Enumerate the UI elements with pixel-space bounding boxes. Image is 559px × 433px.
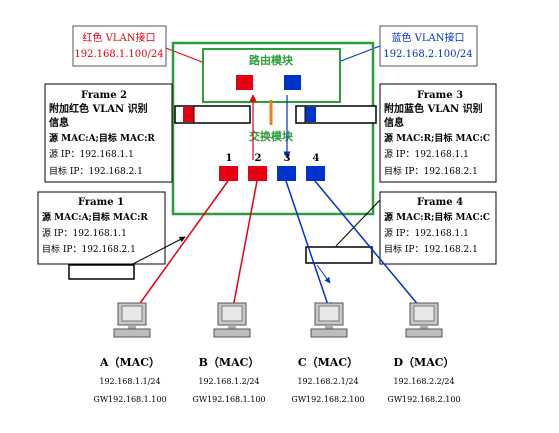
- frame1-line1: 源 MAC:A;目标 MAC:R: [42, 211, 148, 223]
- frame1-packet: [68, 264, 135, 280]
- frame3-line3: 源 MAC:R;目标 MAC:C: [384, 132, 490, 144]
- host-b-gw: GW192.168.1.100: [192, 395, 265, 404]
- host-d-name: D（MAC）: [393, 356, 454, 369]
- frame2-line4: 源 IP：192.168.1.1: [49, 149, 134, 160]
- host-b-name: B（MAC）: [199, 356, 260, 369]
- host-c-ip: 192.168.2.1/24: [297, 377, 358, 386]
- frame4-pointer: [335, 199, 381, 247]
- switch-box: [171, 41, 375, 216]
- switching-module-label: 交换模块: [249, 129, 294, 143]
- frame1-title: Frame 1: [78, 197, 124, 208]
- frame2-line1: 附加红色 VLAN 识别: [49, 102, 148, 115]
- frame1-pointer: [132, 236, 186, 265]
- frame3-tag-bar: [295, 105, 377, 124]
- pc-d-icon: [405, 302, 443, 338]
- port-3-label: 3: [284, 153, 291, 164]
- frame3-box: Frame 3 附加蓝色 VLAN 识别 信息 源 MAC:R;目标 MAC:C…: [379, 83, 497, 183]
- host-a-name: A（MAC）: [99, 356, 160, 369]
- port-1: [219, 166, 238, 181]
- host-b-ip: 192.168.1.2/24: [198, 377, 259, 386]
- host-c-name: C（MAC）: [298, 356, 358, 369]
- frame3-line2: 信息: [384, 116, 404, 129]
- port-4-label: 4: [313, 153, 320, 164]
- port-3: [277, 166, 296, 181]
- pc-a-icon: [113, 302, 151, 338]
- blue-vlan-label: 蓝色 VLAN接口 192.168.2.100/24: [379, 25, 478, 67]
- red-vlan-title: 红色 VLAN接口: [82, 31, 155, 44]
- pc-c-icon: [310, 302, 348, 338]
- frame3-line5: 目标 IP：192.168.2.1: [384, 165, 478, 177]
- red-vlan-interface: [236, 75, 253, 90]
- host-a-gw: GW192.168.1.100: [93, 395, 166, 404]
- port-2: [248, 166, 267, 181]
- red-vlan-label: 红色 VLAN接口 192.168.1.100/24: [72, 25, 167, 67]
- frame4-title: Frame 4: [417, 197, 463, 208]
- frame2-tag-bar: [174, 105, 251, 124]
- frame2-box: Frame 2 附加红色 VLAN 识别 信息 源 MAC:A;目标 MAC:R…: [44, 83, 173, 183]
- frame4-line3: 目标 IP：192.168.2.1: [384, 243, 478, 255]
- routing-module-label: 路由模块: [249, 53, 294, 67]
- frame2-line2: 信息: [49, 116, 69, 129]
- red-vlan-ip: 192.168.1.100/24: [74, 49, 163, 60]
- frame1-line2: 源 IP：192.168.1.1: [42, 228, 127, 239]
- frame4-flow-arrow: [316, 264, 331, 284]
- link-pc-c: [285, 180, 332, 312]
- host-d-gw: GW192.168.2.100: [387, 395, 460, 404]
- blue-vlan-interface: [284, 75, 301, 90]
- port-1-label: 1: [226, 153, 233, 164]
- pc-b-icon: [213, 302, 251, 338]
- port-2-label: 2: [255, 153, 262, 164]
- link-pc-a: [132, 180, 229, 314]
- frame3-line1: 附加蓝色 VLAN 识别: [384, 102, 483, 115]
- host-d-ip: 192.168.2.2/24: [393, 377, 454, 386]
- frame3-line4: 源 IP：192.168.1.1: [384, 149, 469, 160]
- frame1-box: Frame 1 源 MAC:A;目标 MAC:R 源 IP：192.168.1.…: [37, 191, 166, 265]
- link-pc-d: [314, 180, 426, 314]
- frame4-packet: [305, 246, 373, 264]
- link-pc-b: [231, 180, 258, 314]
- frame2-line5: 目标 IP：192.168.2.1: [49, 165, 143, 177]
- frame4-line2: 源 IP：192.168.1.1: [384, 228, 469, 239]
- port-4: [306, 166, 325, 181]
- frame2-line3: 源 MAC:A;目标 MAC:R: [49, 132, 155, 144]
- frame2-title: Frame 2: [81, 90, 127, 101]
- routing-module-box: [202, 48, 341, 103]
- host-a-ip: 192.168.1.1/24: [99, 377, 160, 386]
- blue-vlan-title: 蓝色 VLAN接口: [391, 31, 464, 44]
- frame4-box: Frame 4 源 MAC:R;目标 MAC:C 源 IP：192.168.1.…: [379, 191, 497, 265]
- frame1-line3: 目标 IP：192.168.2.1: [42, 243, 136, 255]
- frame4-line1: 源 MAC:R;目标 MAC:C: [384, 211, 490, 223]
- host-c-gw: GW192.168.2.100: [291, 395, 364, 404]
- blue-vlan-ip: 192.168.2.100/24: [383, 49, 472, 60]
- frame3-title: Frame 3: [417, 90, 463, 101]
